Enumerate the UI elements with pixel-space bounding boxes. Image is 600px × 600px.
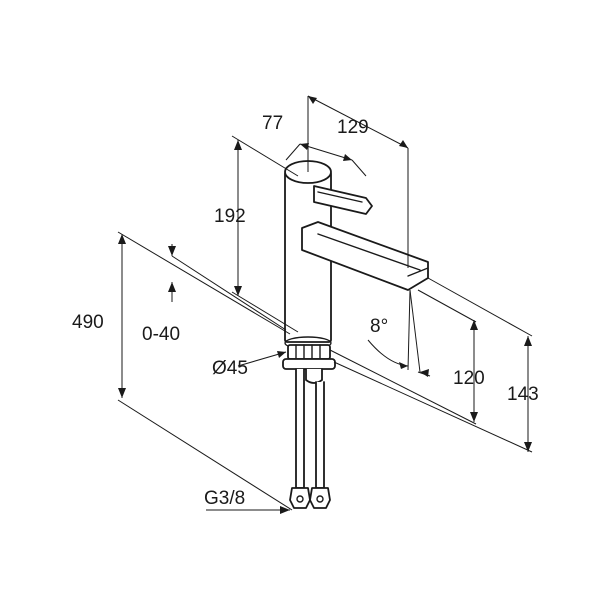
dim-129: 129 [307,95,409,268]
dim-77: 77 [262,113,367,177]
dim-angle-8: 8° [367,289,431,377]
dim-0-40: 0-40 [142,244,287,345]
dim-thread-g3-8: G3/8 [204,488,290,514]
label-143: 143 [507,384,539,405]
dim-490: 490 [72,231,293,511]
label-192: 192 [214,206,246,227]
dim-diameter-45: Ø45 [212,351,287,379]
label-thread-g3-8: G3/8 [204,488,245,509]
label-0-40: 0-40 [142,324,180,345]
dim-192: 192 [214,135,299,333]
label-77: 77 [262,113,283,134]
dim-120: 120 [329,289,485,425]
supply-hose [289,368,331,509]
base-mount [282,344,336,384]
dim-143: 143 [333,277,539,453]
label-490: 490 [72,312,104,333]
label-129: 129 [337,117,369,138]
label-diameter-45: Ø45 [212,358,248,379]
label-angle-8: 8° [370,316,388,337]
lever-handle [313,185,373,215]
label-120: 120 [453,368,485,389]
